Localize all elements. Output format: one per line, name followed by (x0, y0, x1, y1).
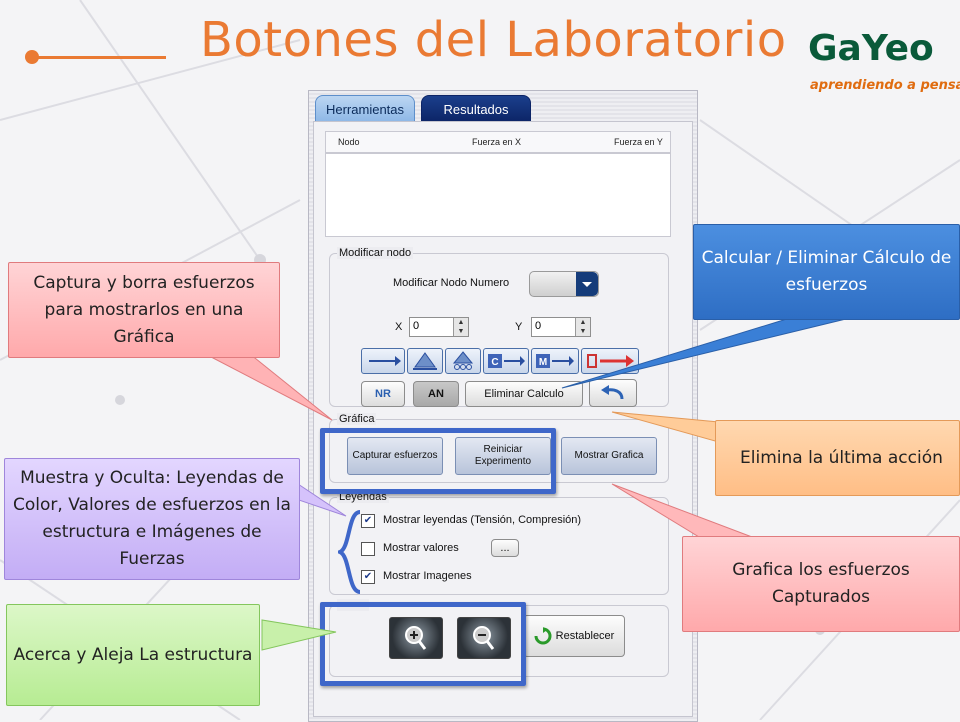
y-input[interactable]: 0 ▲▼ (531, 317, 591, 337)
svg-text:C: C (491, 357, 498, 368)
reiniciar-experimento-button[interactable]: Reiniciar Experimento (455, 437, 551, 475)
roller-support-icon (452, 351, 474, 370)
legend-group-label: Leyendas (337, 491, 389, 503)
x-input[interactable]: 0 ▲▼ (409, 317, 469, 337)
undo-button[interactable] (589, 379, 637, 407)
callout-capture: Captura y borra esfuerzos para mostrarlo… (8, 262, 280, 358)
results-table-body[interactable] (325, 153, 671, 237)
callout-legends: Muestra y Oculta: Leyendas de Color, Val… (4, 458, 300, 580)
slide-title: Botones del Laboratorio (200, 12, 787, 68)
zoom-out-icon (473, 626, 495, 650)
modify-node-group-label: Modificar nodo (337, 247, 414, 259)
label-mostrar-leyendas: Mostrar leyendas (Tensión, Compresión) (383, 514, 582, 526)
fixed-support-icon (413, 352, 437, 370)
zoom-out-button[interactable] (457, 617, 511, 659)
force-tool-button[interactable]: C (483, 348, 529, 374)
member-tool-button[interactable] (361, 348, 405, 374)
moment-icon: M (536, 354, 574, 368)
highlight-zoom-buttons (320, 602, 526, 686)
tab-resultados[interactable]: Resultados (421, 95, 531, 123)
logo-wordmark: GaYeo (808, 28, 934, 69)
legend-brace (338, 510, 361, 594)
checkbox-mostrar-imagenes[interactable]: ✔ (361, 570, 375, 584)
y-stepper[interactable]: ▲▼ (575, 318, 590, 336)
column-nodo: Nodo (338, 137, 360, 147)
roller-support-button[interactable] (445, 348, 481, 374)
callout-undo: Elimina la última acción (715, 420, 960, 496)
arrow-right-icon (369, 356, 401, 366)
x-stepper[interactable]: ▲▼ (453, 318, 468, 336)
zoom-in-button[interactable] (389, 617, 443, 659)
legend-group (329, 497, 669, 595)
svg-text:M: M (539, 357, 547, 368)
modify-node-label: Modificar Nodo Numero (393, 277, 510, 289)
force-arrow-icon: C (488, 354, 525, 368)
graph-group (329, 419, 669, 483)
dropdown-button[interactable] (576, 272, 598, 296)
mostrar-grafica-button[interactable]: Mostrar Grafica (561, 437, 657, 475)
moment-tool-button[interactable]: M (531, 348, 579, 374)
fixed-support-button[interactable] (407, 348, 443, 374)
spring-icon (587, 354, 634, 368)
refresh-icon (534, 627, 552, 645)
capturar-esfuerzos-button[interactable]: Capturar esfuerzos (347, 437, 443, 475)
logo-tagline: aprendiendo a pensar® (810, 78, 960, 93)
results-table-header: Nodo Fuerza en X Fuerza en Y (325, 131, 671, 153)
zoom-in-icon (405, 626, 427, 650)
chevron-down-icon (582, 282, 592, 287)
y-value: 0 (535, 320, 542, 332)
column-fuerza-x: Fuerza en X (472, 137, 522, 147)
callout-graph: Grafica los esfuerzos Capturados (682, 536, 960, 632)
node-number-select[interactable] (529, 271, 599, 297)
x-value: 0 (413, 320, 420, 332)
callout-calculate: Calcular / Eliminar Cálculo de esfuerzos (693, 224, 960, 320)
eliminar-calculo-button[interactable]: Eliminar Calculo (465, 381, 583, 407)
label-mostrar-valores: Mostrar valores (383, 542, 459, 554)
label-mostrar-imagenes: Mostrar Imagenes (383, 570, 472, 582)
restablecer-label: Restablecer (555, 630, 615, 642)
title-bullet-dot (25, 50, 39, 64)
title-underline (38, 56, 166, 59)
restablecer-button[interactable]: Restablecer (523, 615, 625, 657)
nr-button[interactable]: NR (361, 381, 405, 407)
an-button[interactable]: AN (413, 381, 459, 407)
y-label: Y (515, 321, 523, 333)
callout-zoom: Acerca y Aleja La estructura (6, 604, 260, 706)
column-fuerza-y: Fuerza en Y (614, 137, 663, 147)
x-label: X (395, 321, 403, 333)
checkbox-mostrar-valores[interactable] (361, 542, 375, 556)
undo-icon (601, 385, 624, 400)
highlight-graph-buttons (320, 428, 556, 494)
galileo-logo: GaYeo aprendiendo a pensar® (808, 28, 960, 100)
values-options-button[interactable]: ... (491, 539, 519, 557)
lab-panel: Herramientas Resultados Nodo Fuerza en X… (308, 90, 698, 722)
graph-group-label: Gráfica (337, 413, 377, 425)
tab-herramientas[interactable]: Herramientas (315, 95, 415, 123)
checkbox-mostrar-leyendas[interactable]: ✔ (361, 514, 375, 528)
